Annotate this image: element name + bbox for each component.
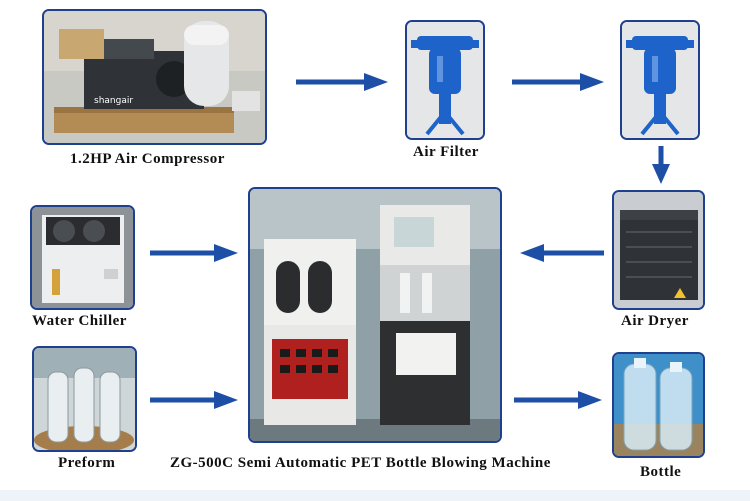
- arrow-dryer-to-machine: [520, 244, 604, 262]
- arrow-preform-to-machine: [150, 391, 238, 409]
- arrow-chiller-to-machine: [150, 244, 238, 262]
- arrow-machine-to-bottle: [514, 391, 602, 409]
- water-chiller-photo: [30, 205, 135, 310]
- arrow-precision-filter-to-dryer: [652, 146, 670, 184]
- arrow-filter-to-precision-filter: [512, 73, 604, 91]
- air-filter-photo: [405, 20, 485, 140]
- compressor-brand-logo: shangair: [94, 96, 133, 106]
- blowing-machine-photo: [248, 187, 502, 443]
- machine-label: ZG-500C Semi Automatic PET Bottle Blowin…: [170, 455, 551, 471]
- footer-strip: [0, 490, 750, 501]
- water-chiller-label: Water Chiller: [32, 313, 127, 329]
- compressor-label: 1.2HP Air Compressor: [70, 151, 225, 167]
- bottle-photo: [612, 352, 705, 458]
- precision-filter-photo: [620, 20, 700, 140]
- bottle-label: Bottle: [640, 464, 682, 480]
- air-dryer-label: Air Dryer: [621, 313, 689, 329]
- air-filter-label: Air Filter: [413, 144, 479, 160]
- air-dryer-photo: [612, 190, 705, 310]
- preform-label: Preform: [58, 455, 116, 471]
- preform-photo: [32, 346, 137, 452]
- arrow-compressor-to-filter: [296, 73, 388, 91]
- compressor-photo: shangair: [42, 9, 267, 145]
